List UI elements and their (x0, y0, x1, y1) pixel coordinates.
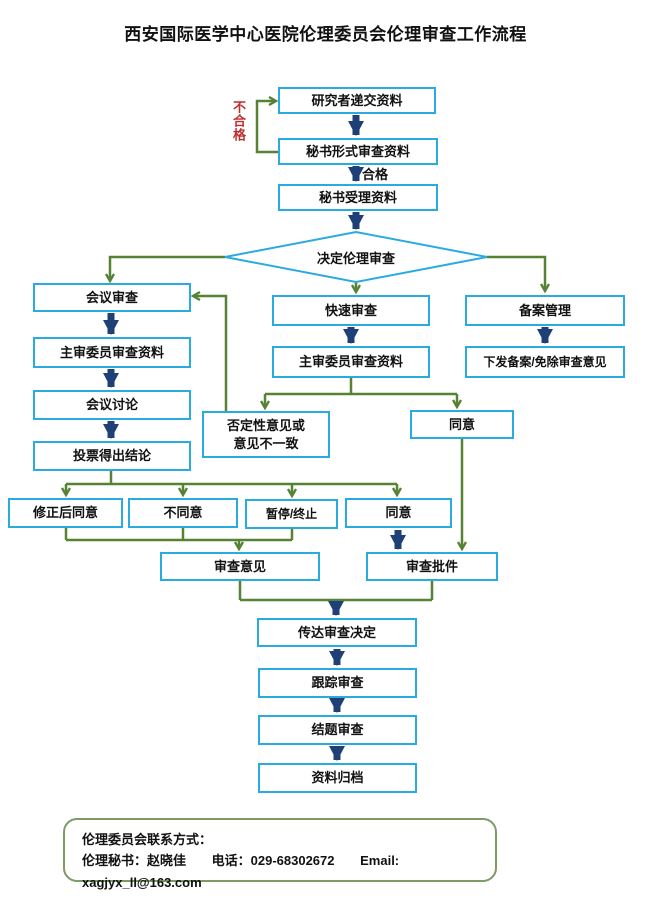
contact-details: 伦理秘书：赵晓佳 电话：029-68302672 Email: xagjyx_l… (82, 850, 495, 893)
node-vote-conclusion: 投票得出结论 (33, 441, 191, 471)
node-meeting-review: 会议审查 (33, 283, 191, 312)
green-connector-lines (66, 101, 545, 602)
node-review-opinion: 审查意见 (160, 552, 320, 581)
node-decide-label: 决定伦理审查 (316, 251, 395, 266)
node-agree-modified: 修正后同意 (8, 498, 123, 528)
branch-record-line (487, 255, 545, 290)
node-accept: 秘书受理资料 (278, 184, 438, 211)
contact-phone: 电话：029-68302672 (211, 853, 335, 869)
node-negative-opinion: 否定性意见或 意见不一致 (202, 411, 330, 458)
page-title: 西安国际医学中心医院伦理委员会伦理审查工作流程 (124, 25, 527, 44)
negative-return-line (194, 296, 228, 411)
node-agree: 同意 (345, 498, 452, 528)
contact-heading: 伦理委员会联系方式： (82, 829, 495, 850)
node-rapid-chief-review: 主审委员审查资料 (272, 346, 430, 378)
loop-unqualified-line (255, 101, 278, 154)
contact-email: Email: xagjyx_ll@163.com (82, 853, 400, 890)
contact-box: 伦理委员会联系方式： 伦理秘书：赵晓佳 电话：029-68302672 Emai… (63, 818, 497, 890)
node-agree-rapid: 同意 (410, 410, 514, 439)
node-formal-review: 秘书形式审查资料 (278, 138, 438, 165)
label-qualified: 合格 (362, 167, 389, 182)
node-follow-up-review: 跟踪审查 (258, 668, 417, 698)
contact-heading-text: 伦理委员会联系方式： (82, 832, 213, 847)
node-submit: 研究者递交资料 (278, 87, 436, 114)
blue-block-arrows (103, 115, 553, 761)
node-archive: 资料归档 (258, 763, 417, 793)
node-review-approval: 审查批件 (366, 552, 498, 581)
node-meeting-discussion: 会议讨论 (33, 390, 191, 420)
node-deliver-decision: 传达审查决定 (257, 618, 417, 647)
node-disagree: 不同意 (128, 498, 238, 528)
node-meeting-chief-review: 主审委员审查资料 (33, 337, 191, 368)
node-final-review: 结题审查 (258, 715, 417, 745)
label-unqualified: 不合格 (231, 100, 246, 142)
branch-meeting-line (110, 255, 225, 280)
node-record-issue: 下发备案/免除审查意见 (465, 346, 625, 378)
contact-secretary: 伦理秘书：赵晓佳 (82, 853, 187, 869)
decision-diamond (224, 230, 488, 284)
node-suspend-terminate: 暂停/终止 (245, 499, 338, 529)
node-rapid-review: 快速审查 (272, 295, 430, 326)
node-record-management: 备案管理 (465, 295, 625, 326)
